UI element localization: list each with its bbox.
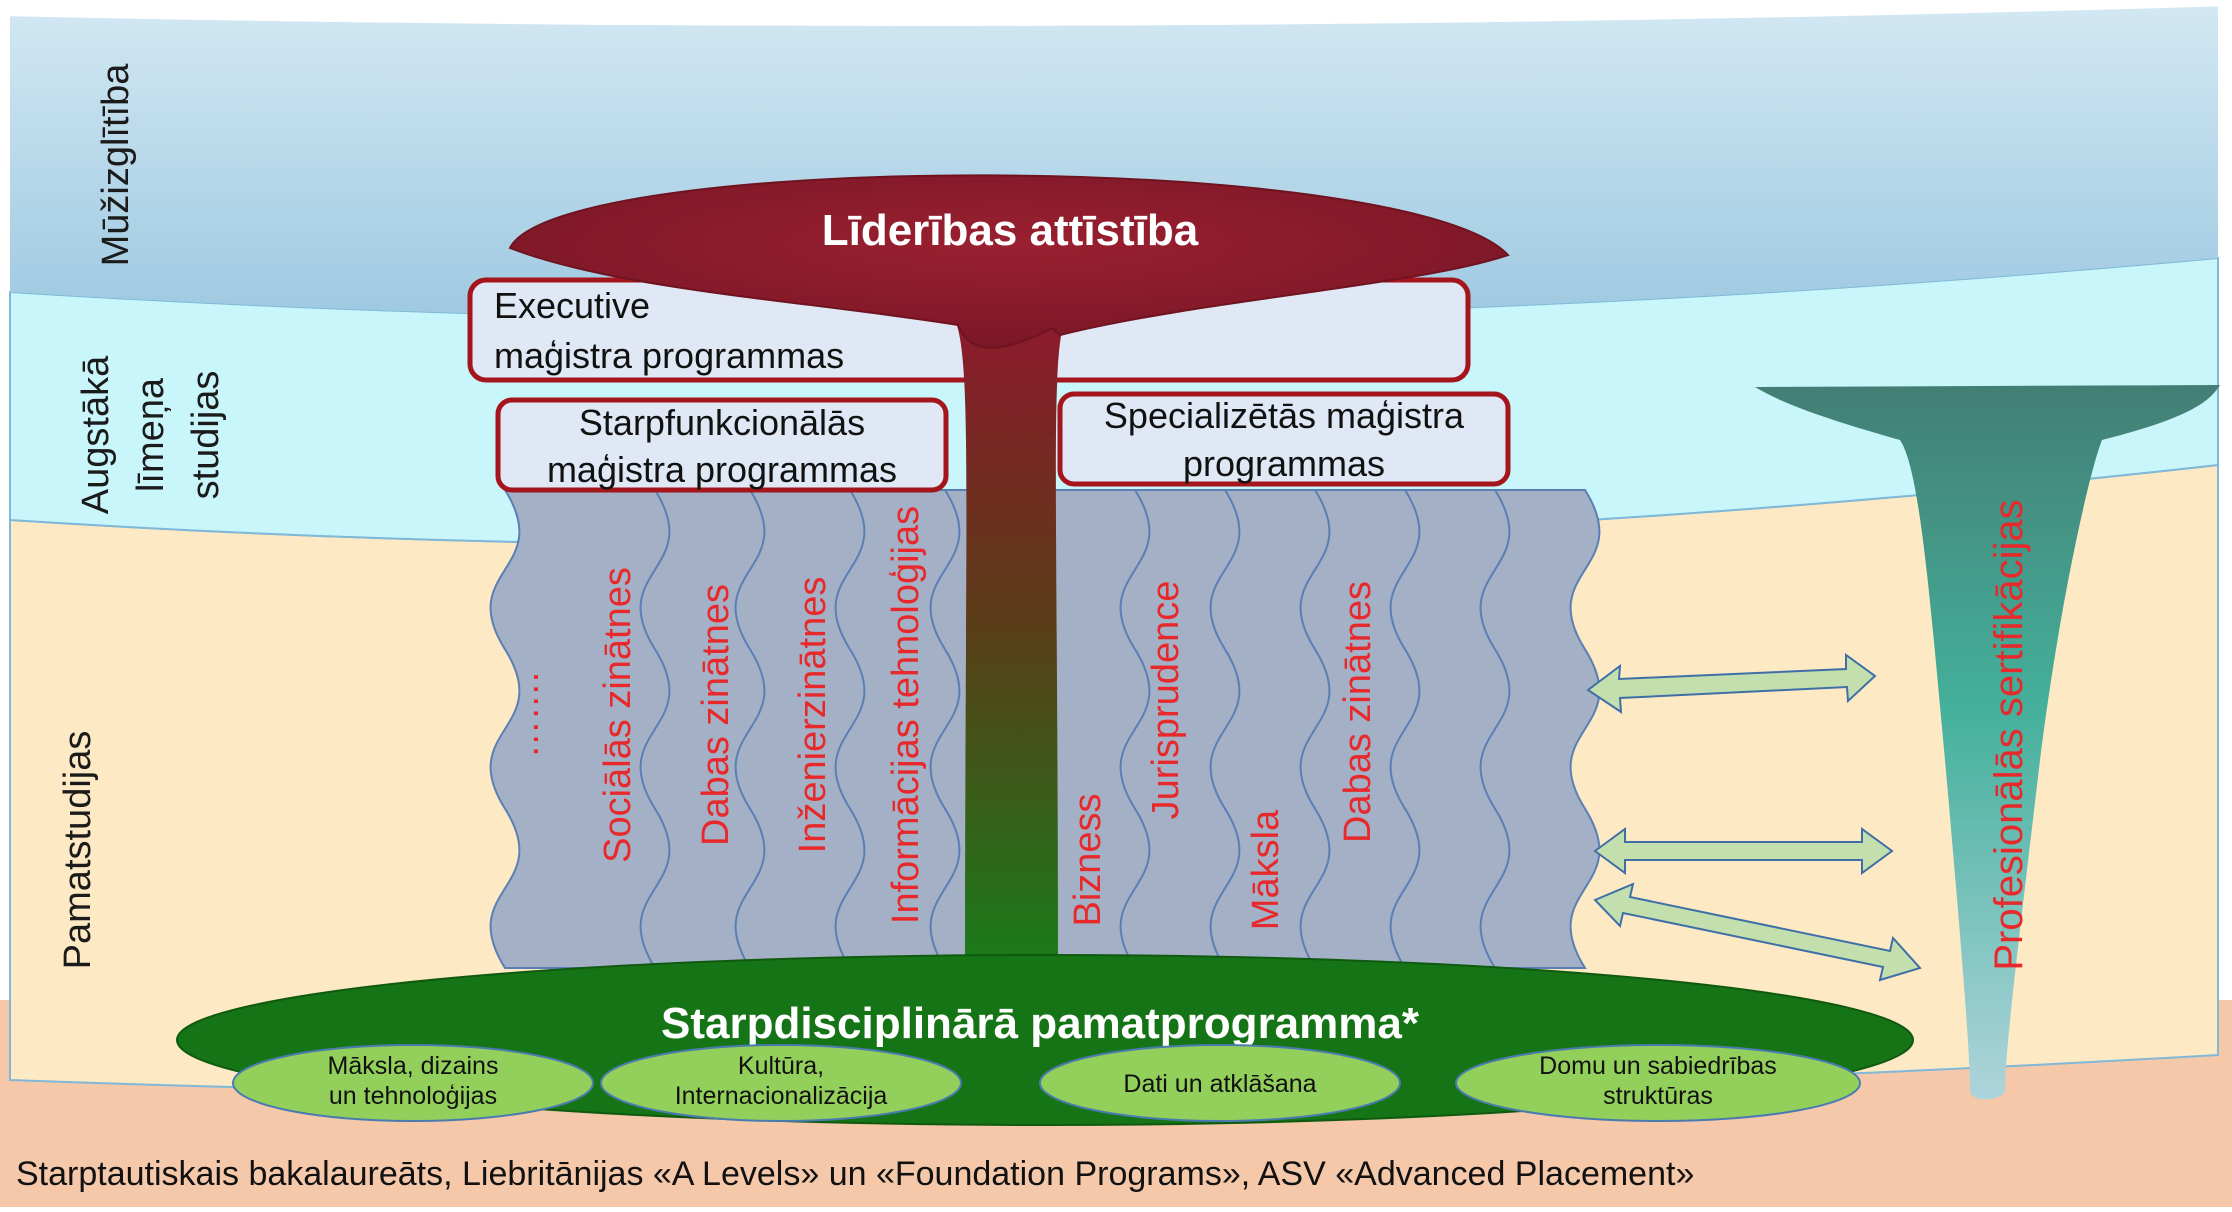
double-arrows xyxy=(1586,653,1922,982)
discipline-label-natural-sciences-2: Dabas zinātnes xyxy=(1337,581,1379,843)
executive-line1: Executive xyxy=(494,285,650,326)
level-labels: Mūžizglītība Augstākā līmeņa studijas Pa… xyxy=(57,63,227,970)
bottom-note: Starptautiskais bakalaureāts, Liebritāni… xyxy=(16,1155,1694,1193)
leadership-stem xyxy=(955,320,1065,980)
foundation-title: Starpdisciplinārā pamatprogramma* xyxy=(661,999,1420,1048)
certification-funnel: Profesionālās sertifikācijas xyxy=(1755,385,2220,1100)
top-bevel xyxy=(0,0,2232,26)
certifications-label: Profesionālās sertifikācijas xyxy=(1987,499,2031,970)
leadership-cap xyxy=(508,174,1510,349)
discipline-label-engineering: Inženierzinātnes xyxy=(792,577,834,854)
crossfunctional-box xyxy=(495,397,949,493)
executive-line2: maģistra programmas xyxy=(494,335,844,376)
crossfunctional-line2: maģistra programmas xyxy=(547,449,897,490)
leadership-title: Līderības attīstība xyxy=(822,206,1199,255)
module-ellipse-1[interactable] xyxy=(232,1044,594,1122)
module-1-line2: un tehnoloģijas xyxy=(329,1082,497,1110)
module-ellipse-3[interactable] xyxy=(1039,1044,1401,1122)
double-arrow-3[interactable] xyxy=(1593,882,1922,982)
specialized-box xyxy=(1057,391,1511,487)
discipline-label-it: Informācijas tehnoloģijas xyxy=(885,506,927,924)
module-1-line1: Māksla, dizains xyxy=(328,1052,499,1080)
double-arrow-2[interactable] xyxy=(1593,827,1894,875)
label-lifelong: Mūžizglītība xyxy=(95,63,137,267)
module-2-line2: Internacionalizācija xyxy=(675,1082,888,1110)
label-higher-line1: Augstākā xyxy=(75,355,117,514)
discipline-label-art: Māksla xyxy=(1245,809,1287,930)
specialized-line1: Specializētās maģistra xyxy=(1104,395,1465,436)
discipline-label-business: Bizness xyxy=(1067,793,1109,926)
discipline-label-natural-sciences: Dabas zinātnes xyxy=(695,584,737,846)
double-arrow-1[interactable] xyxy=(1586,653,1877,714)
label-higher-line3: studijas xyxy=(185,371,227,500)
label-higher-line2: līmeņa xyxy=(130,377,172,492)
module-ellipse-2[interactable] xyxy=(600,1044,962,1122)
leadership-shape: Līderības attīstība xyxy=(508,174,1510,980)
crossfunctional-line1: Starpfunkcionālās xyxy=(579,402,865,443)
discipline-label-social-sciences: Sociālās zinātnes xyxy=(597,567,639,863)
discipline-label-law: Jurisprudence xyxy=(1145,581,1187,820)
discipline-label-dots: ……. xyxy=(505,672,547,759)
module-4-line1: Domu un sabiedrības xyxy=(1539,1052,1777,1080)
label-basic: Pamatstudijas xyxy=(57,731,99,970)
module-2-line1: Kultūra, xyxy=(738,1052,824,1080)
module-ellipse-4[interactable] xyxy=(1455,1044,1861,1122)
module-3-line1: Dati un atklāšana xyxy=(1123,1070,1316,1098)
foundation-program: Starpdisciplinārā pamatprogramma* Māksla… xyxy=(176,954,1914,1126)
specialized-line2: programmas xyxy=(1183,443,1385,484)
module-4-line2: struktūras xyxy=(1603,1082,1713,1110)
discipline-labels: ……. Sociālās zinātnes Dabas zinātnes Inž… xyxy=(505,506,1379,930)
funnel-shape xyxy=(1755,385,2220,1100)
